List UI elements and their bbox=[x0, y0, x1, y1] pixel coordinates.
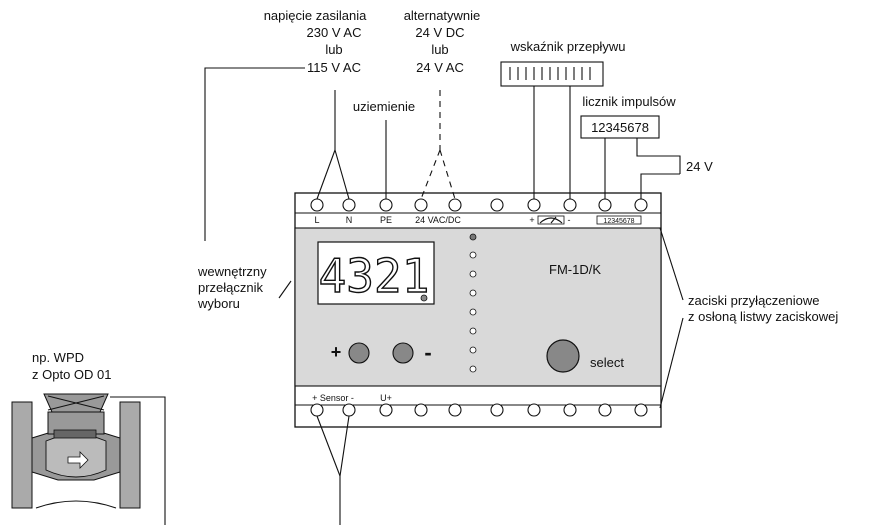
terminal-pe bbox=[379, 198, 393, 212]
ground-label: uziemienie bbox=[353, 99, 415, 114]
terminal-sensor-minus bbox=[342, 403, 356, 417]
led-icon bbox=[469, 365, 477, 373]
terminal-label-24vacdc: 24 VAC/DC bbox=[415, 215, 461, 225]
led-icon bbox=[469, 346, 477, 354]
terminal-counter-b bbox=[634, 198, 648, 212]
terminal-label-counter: 12345678 bbox=[603, 218, 634, 225]
status-leds bbox=[469, 233, 477, 373]
alt-or: lub bbox=[431, 42, 448, 57]
alt-supply-wire-a bbox=[420, 149, 441, 200]
supply-or: lub bbox=[325, 42, 342, 57]
supply-title: napięcie zasilania bbox=[264, 8, 367, 23]
terminal-b6 bbox=[490, 403, 504, 417]
alt-voltage-2: 24 V AC bbox=[416, 60, 464, 75]
terminal-label-plus: + bbox=[529, 215, 534, 225]
sensor-example-1: np. WPD bbox=[32, 350, 84, 365]
terminal-label-l: L bbox=[314, 215, 319, 225]
terminal-indicator-plus bbox=[527, 198, 541, 212]
sensor-cable bbox=[110, 396, 166, 525]
terminal-24v-b bbox=[448, 198, 462, 212]
selector-wire bbox=[204, 67, 305, 241]
terminal-b7 bbox=[527, 403, 541, 417]
gauge-icon bbox=[537, 215, 565, 225]
pulse-counter-label: licznik impulsów bbox=[582, 94, 676, 109]
supply-wire-n bbox=[334, 149, 350, 200]
terminal-b8 bbox=[563, 403, 577, 417]
terminal-b5 bbox=[448, 403, 462, 417]
selector-label-1: wewnętrzny bbox=[197, 264, 267, 279]
sensor-wire-minus bbox=[339, 415, 350, 477]
select-button-label: select bbox=[590, 355, 624, 370]
selector-pointer bbox=[278, 280, 292, 299]
terminal-24v-a bbox=[414, 198, 428, 212]
counter-terminal-box bbox=[596, 215, 642, 225]
terminal-label-n: N bbox=[346, 215, 353, 225]
lcd-display bbox=[317, 241, 435, 305]
pulse-counter-box bbox=[580, 115, 660, 139]
supply-wire-l bbox=[316, 149, 336, 200]
terminal-b9 bbox=[598, 403, 612, 417]
supply-voltage-1: 230 V AC bbox=[307, 25, 362, 40]
terminal-label-uplus: U+ bbox=[380, 393, 392, 403]
terminal-label-minus: - bbox=[568, 215, 571, 225]
terminals-note-1: zaciski przyłączeniowe bbox=[688, 293, 820, 308]
alt-voltage-1: 24 V DC bbox=[415, 25, 464, 40]
led-icon bbox=[469, 251, 477, 259]
flow-sensor-icon bbox=[11, 393, 141, 509]
selector-label-3: wyboru bbox=[197, 296, 240, 311]
plus-button-label: + bbox=[331, 342, 342, 362]
selector-label-2: przełącznik bbox=[198, 280, 264, 295]
led-icon bbox=[469, 270, 477, 278]
flow-indicator-box bbox=[500, 61, 604, 87]
terminal-counter-a bbox=[598, 198, 612, 212]
terminal-uplus bbox=[379, 403, 393, 417]
flow-indicator-scale bbox=[509, 67, 591, 80]
terminal-b10 bbox=[634, 403, 648, 417]
led-icon bbox=[469, 233, 477, 241]
alt-supply-wire-b bbox=[439, 149, 456, 200]
counter-wire-b bbox=[636, 138, 681, 164]
supply-voltage-2: 115 V AC bbox=[307, 60, 361, 75]
flow-indicator-label: wskaźnik przepływu bbox=[510, 39, 626, 54]
bottom-terminals bbox=[310, 403, 648, 417]
decimal-point-icon bbox=[420, 294, 428, 302]
device-model: FM-1D/K bbox=[549, 262, 601, 277]
pulse-counter-value: 12345678 bbox=[591, 120, 649, 135]
terminal-n bbox=[342, 198, 356, 212]
select-button[interactable] bbox=[546, 339, 580, 373]
terminal-b4 bbox=[414, 403, 428, 417]
terminal-sensor-plus bbox=[310, 403, 324, 417]
sensor-wire-plus bbox=[316, 415, 341, 477]
display-value: 4321 bbox=[319, 249, 430, 303]
sensor-example-2: z Opto OD 01 bbox=[32, 367, 111, 382]
minus-button[interactable] bbox=[392, 342, 414, 364]
terminal-unused bbox=[490, 198, 504, 212]
v24-label: 24 V bbox=[686, 159, 713, 174]
v24-wire bbox=[640, 173, 680, 199]
terminal-label-sensor: + Sensor - bbox=[312, 393, 354, 403]
note-pointer-top bbox=[659, 227, 684, 301]
led-icon bbox=[469, 289, 477, 297]
top-terminals bbox=[310, 198, 648, 212]
led-icon bbox=[469, 327, 477, 335]
terminal-label-pe: PE bbox=[380, 215, 392, 225]
minus-button-label: - bbox=[424, 340, 431, 365]
terminals-note-2: z osłoną listwy zaciskowej bbox=[688, 309, 838, 324]
led-icon bbox=[469, 308, 477, 316]
terminal-indicator-minus bbox=[563, 198, 577, 212]
alt-title: alternatywnie bbox=[404, 8, 481, 23]
plus-button[interactable] bbox=[348, 342, 370, 364]
note-pointer-bottom bbox=[659, 317, 684, 409]
terminal-l bbox=[310, 198, 324, 212]
